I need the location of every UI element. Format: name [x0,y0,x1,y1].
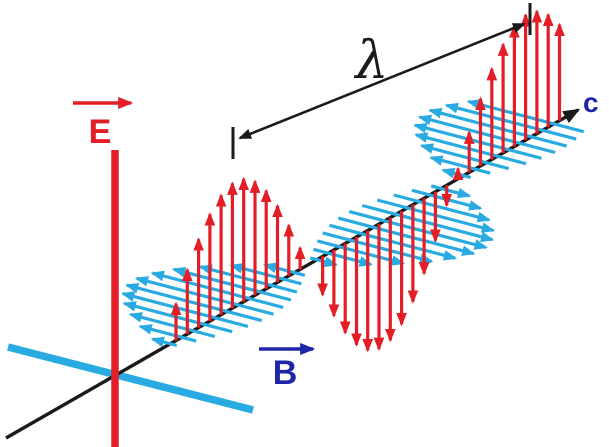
b-field-arrow [150,336,178,348]
b-field-arrow [414,132,527,166]
b-field-arrow [329,223,458,261]
b-field-arrow [312,247,373,267]
b-field-arrow [138,324,197,343]
b-field-arrow [429,155,491,175]
b-field-arrow [337,216,476,256]
wavelength-label: λ [354,31,389,91]
wavelength-dimension-line [238,22,526,140]
b-field-arrow [361,203,495,242]
b-field-arrow [348,210,488,250]
b-label-text: B [273,354,298,392]
b-axis-line [7,343,254,414]
propagation-axis-line [5,108,581,440]
b-field-label: B [259,342,316,392]
b-field-arrow [120,291,249,328]
b-field-arrow [430,184,472,199]
e-field-label: E [73,96,134,151]
b-field-arrow [128,312,216,339]
c-label-text: c [583,87,599,118]
b-field-arrow [262,262,306,277]
b-field-arrow [134,276,274,316]
b-field-arrow [198,264,298,294]
b-field-arrow [419,143,510,171]
b-field-arrow [122,301,233,334]
wavelength-dimension: λ [231,3,532,159]
e-label-text: E [89,113,112,151]
b-field-arrow [150,270,284,309]
b-field-arrow [124,282,263,323]
b-field-arrow [393,193,491,223]
